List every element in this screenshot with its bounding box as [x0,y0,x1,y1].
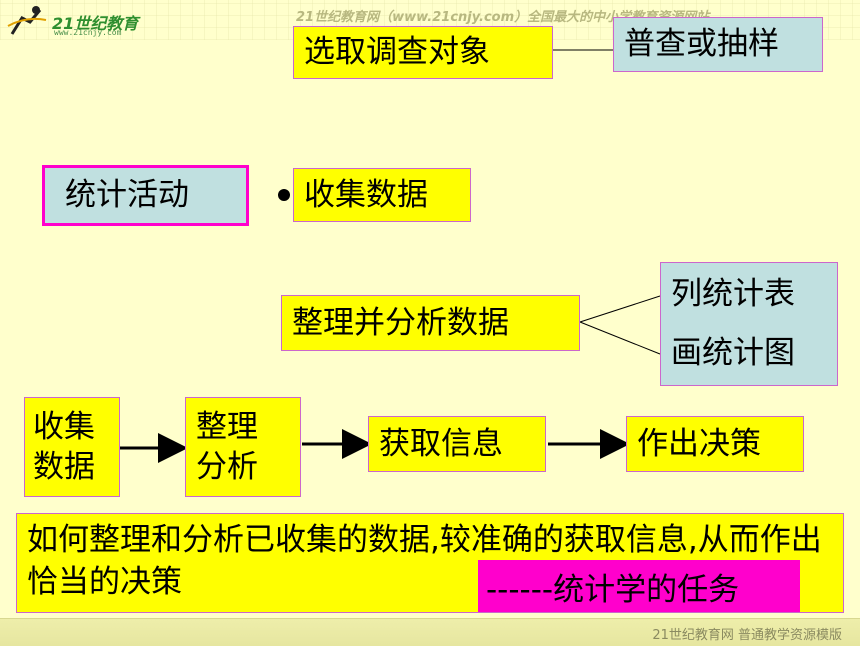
draw-chart-label: 画统计图 [671,335,795,371]
organize-analyze-box: 整理并分析数据 [281,295,580,351]
logo-text: 21世纪教育 [52,14,139,33]
flow-collect-line2: 数据 [33,449,95,485]
statistics-activity-box: 统计活动 [42,165,249,226]
flow-decision-box: 作出决策 [626,416,804,472]
select-subject-box: 选取调查对象 [293,26,553,79]
footer-band: 21世纪教育网 普通教学资源模版 [0,618,860,646]
connector-to-chart [579,321,661,355]
flow-analyze-box: 整理 分析 [185,397,301,497]
logo-url: www.21cnjy.com [54,28,122,37]
flow-get-info-box: 获取信息 [368,416,546,472]
statistics-task-label: ------统计学的任务 [478,560,800,612]
flow-analyze-line1: 整理 [196,408,258,445]
connector-dot [278,189,290,201]
connector-to-table [579,295,661,323]
chart-options-box: 列统计表 画统计图 [660,262,838,386]
flow-collect-box: 收集 数据 [24,397,120,497]
flow-analyze-line2: 分析 [196,449,258,485]
collect-data-box: 收集数据 [293,168,471,222]
flow-collect-line1: 收集 [33,408,95,445]
site-logo: 21世纪教育 www.21cnjy.com [6,4,151,38]
footer-text: 21世纪教育网 普通教学资源模版 [652,628,842,643]
runner-logo-icon [7,6,47,35]
list-table-label: 列统计表 [671,276,795,313]
census-or-sample-box: 普查或抽样 [613,17,823,72]
header-site-text: 21世纪教育网（www.21cnjy.com）全国最大的中小学教育资源网站 [296,10,710,25]
